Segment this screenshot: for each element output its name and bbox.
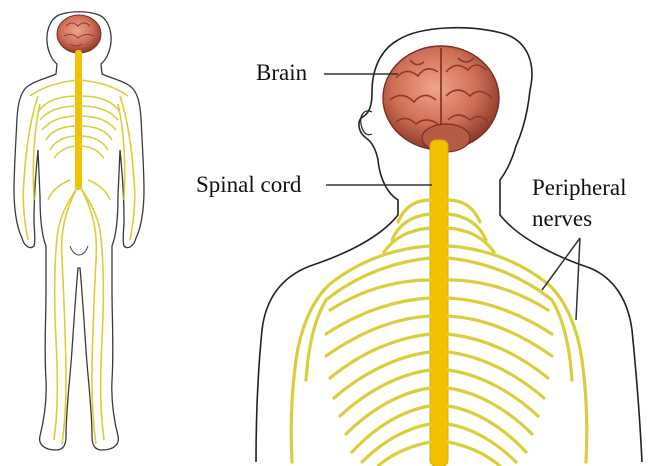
brain-label: Brain [256,60,307,86]
head-outline-left [256,40,398,462]
peripheral-nerves-label-line2: nerves [532,206,592,232]
peripheral-nerves-label-line1: Peripheral [532,175,627,201]
small-spinal-cord [75,50,82,190]
spinal-cord-label: Spinal cord [196,172,301,198]
full-body-figure [14,12,144,450]
small-brain [57,15,101,53]
spinal-cord [430,140,448,466]
torso-closeup [256,28,642,466]
brain [383,46,499,152]
